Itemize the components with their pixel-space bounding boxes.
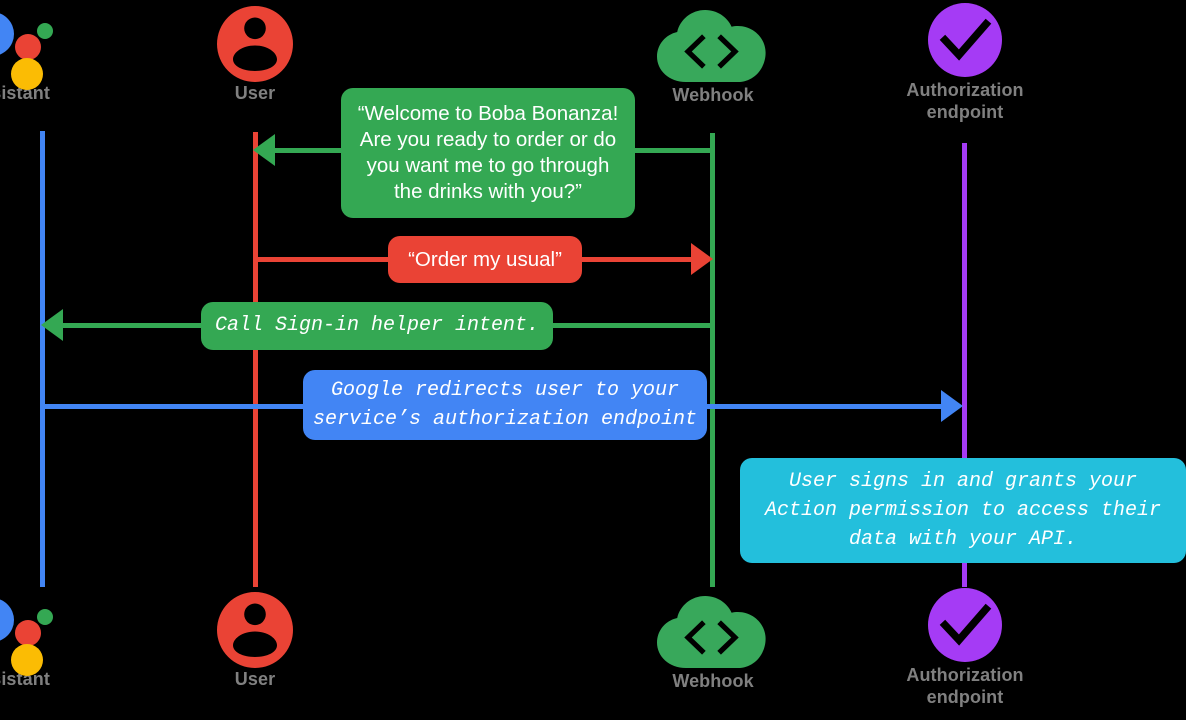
- user-icon-wrap: [175, 4, 335, 82]
- assistant-icon-wrap: [0, 4, 125, 90]
- arrow-head-welcome: [253, 134, 275, 166]
- actor-assistant-bottom: Assistant: [0, 590, 125, 690]
- actor-user-bottom: User: [175, 590, 335, 690]
- message-bubble-order: “Order my usual”: [388, 236, 582, 283]
- actor-label-assistant-bottom: Assistant: [0, 669, 50, 689]
- cloud-code-icon: [657, 596, 766, 668]
- message-text-redirect: Google redirects user to your service’s …: [312, 379, 698, 431]
- lifeline-assistant: [40, 131, 45, 587]
- user-icon-wrap-bottom: [175, 590, 335, 668]
- cloud-code-icon: [657, 10, 766, 82]
- lifeline-webhook: [710, 133, 715, 587]
- auth-icon-wrap-bottom: [885, 585, 1045, 663]
- assistant-dot-yellow: [11, 644, 43, 676]
- actor-label-webhook-bottom: Webhook: [672, 671, 754, 691]
- assistant-dot-green: [37, 609, 53, 625]
- check-circle-icon: [928, 3, 1002, 77]
- actor-label-webhook: Webhook: [672, 85, 754, 105]
- message-bubble-grant: User signs in and grants your Action per…: [740, 458, 1186, 563]
- assistant-dot-green: [37, 23, 53, 39]
- assistant-dot-red: [15, 34, 41, 60]
- webhook-icon-wrap-bottom: [633, 590, 793, 668]
- actor-assistant-top: Assistant: [0, 4, 125, 104]
- webhook-icon-wrap: [633, 4, 793, 82]
- message-bubble-signin: Call Sign-in helper intent.: [201, 302, 553, 350]
- assistant-dot-blue: [0, 12, 14, 56]
- assistant-icon-wrap-bottom: [0, 590, 125, 676]
- actor-label-user: User: [234, 83, 276, 103]
- arrow-head-order: [691, 243, 713, 275]
- lifeline-user: [253, 132, 258, 587]
- check-circle-icon: [928, 588, 1002, 662]
- actor-label-user-bottom: User: [234, 669, 276, 689]
- user-avatar-icon: [217, 592, 293, 668]
- google-assistant-dots-icon: [0, 4, 125, 90]
- actor-user-top: User: [175, 4, 335, 104]
- arrow-head-signin: [41, 309, 63, 341]
- message-text-signin: Call Sign-in helper intent.: [214, 314, 540, 337]
- actor-auth-bottom: Authorization endpoint: [885, 585, 1045, 708]
- message-text-order: “Order my usual”: [408, 247, 562, 271]
- user-avatar-icon: [217, 6, 293, 82]
- actor-auth-top: Authorization endpoint: [885, 0, 1045, 123]
- assistant-dot-red: [15, 620, 41, 646]
- message-text-welcome: “Welcome to Boba Bonanza! Are you ready …: [357, 102, 619, 203]
- google-assistant-dots-icon: [0, 590, 125, 676]
- message-text-grant: User signs in and grants your Action per…: [764, 470, 1162, 551]
- actor-webhook-bottom: Webhook: [633, 590, 793, 692]
- arrow-head-redirect: [941, 390, 963, 422]
- auth-icon-wrap: [885, 0, 1045, 78]
- assistant-dot-yellow: [11, 58, 43, 90]
- message-bubble-redirect: Google redirects user to your service’s …: [303, 370, 707, 440]
- actor-webhook-top: Webhook: [633, 4, 793, 106]
- actor-label-auth-bottom: Authorization endpoint: [906, 665, 1024, 707]
- lifeline-auth: [962, 143, 967, 587]
- message-bubble-welcome: “Welcome to Boba Bonanza! Are you ready …: [341, 88, 635, 218]
- assistant-dot-blue: [0, 598, 14, 642]
- actor-label-auth: Authorization endpoint: [906, 80, 1024, 122]
- actor-label-assistant: Assistant: [0, 83, 50, 103]
